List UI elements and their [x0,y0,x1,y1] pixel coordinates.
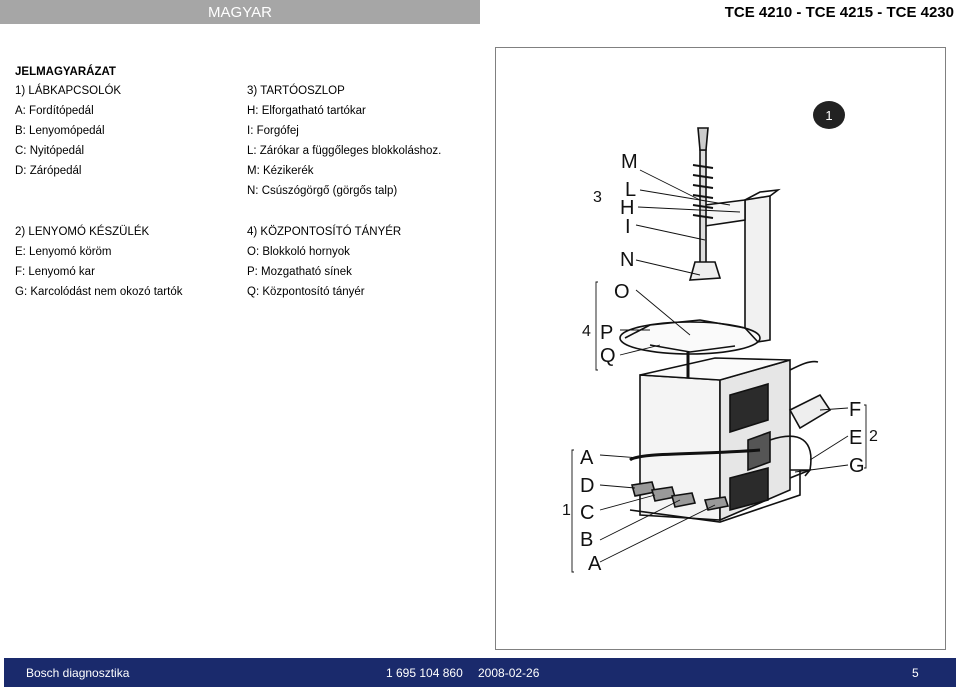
figure-number-badge: 1 [813,101,845,129]
legend-group-footswitches: 1) LÁBKAPCSOLÓK A: Fordítópedál B: Lenyo… [15,81,121,181]
label-p: P [600,322,613,344]
legend-item: L: Zárókar a függőleges blokkoláshoz. [247,145,442,157]
group-number-2: 2 [869,428,878,445]
label-q: Q [600,345,616,367]
group-number-4: 4 [582,323,591,340]
label-m: M [621,151,638,173]
label-c: C [580,502,594,524]
legend-item: B: Lenyomópedál [15,125,105,137]
legend-item: C: Nyitópedál [15,145,85,157]
footer-date: 2008-02-26 [478,666,540,680]
legend-item: N: Csúszógörgő (görgős talp) [247,185,398,197]
label-n: N [620,249,634,271]
footer-doc-number: 1 695 104 860 [386,666,463,680]
label-h: H [620,197,634,219]
label-i: I [625,216,631,238]
legend-group-column: 3) TARTÓOSZLOP H: Elforgatható tartókar … [247,81,441,201]
legend-group-press: 2) LENYOMÓ KÉSZÜLÉK E: Lenyomó köröm F: … [15,222,182,302]
group-numbers: 3 4 1 2 [562,189,878,519]
machine-drawing [619,127,832,523]
label-o: O [614,281,630,303]
legend-title-block: JELMAGYARÁZAT [15,62,116,82]
page-footer: Bosch diagnosztika 1 695 104 860 2008-02… [4,658,956,687]
model-title: TCE 4210 - TCE 4215 - TCE 4230 [724,4,954,21]
group-number-1: 1 [562,502,571,519]
label-d: D [580,475,594,497]
label-b: B [580,529,593,551]
callout-labels: M L H I N O P Q A D C B A F E G [580,151,865,575]
group-heading: 3) TARTÓOSZLOP [247,85,345,97]
footer-brand: Bosch diagnosztika [26,666,130,680]
legend-item: Q: Központosító tányér [247,286,365,298]
legend-group-turntable: 4) KÖZPONTOSÍTÓ TÁNYÉR O: Blokkoló horny… [247,222,401,302]
leader-lines [571,169,867,573]
label-a-bottom: A [588,553,602,575]
legend-item: F: Lenyomó kar [15,266,95,278]
group-heading: 2) LENYOMÓ KÉSZÜLÉK [15,226,150,238]
legend-item: P: Mozgatható sínek [247,266,352,278]
legend-item: A: Fordítópedál [15,105,94,117]
legend-item: H: Elforgatható tartókar [247,105,366,117]
group-heading: 4) KÖZPONTOSÍTÓ TÁNYÉR [247,226,402,238]
legend-item: O: Blokkoló hornyok [247,246,350,258]
label-l: L [625,179,636,201]
group-heading: 1) LÁBKAPCSOLÓK [15,85,122,97]
label-e: E [849,427,862,449]
label-f: F [849,399,861,421]
label-g: G [849,455,865,477]
footer-page-number: 5 [912,666,919,680]
group-number-3: 3 [593,189,602,206]
legend-item: M: Kézikerék [247,165,314,177]
label-a-top: A [580,447,594,469]
legend-title: JELMAGYARÁZAT [15,66,116,78]
language-header: MAGYAR [0,0,480,24]
legend-item: G: Karcolódást nem okozó tartók [15,286,183,298]
legend-item: D: Zárópedál [15,165,82,177]
legend-item: E: Lenyomó köröm [15,246,112,258]
legend-item: I: Forgófej [247,125,299,137]
